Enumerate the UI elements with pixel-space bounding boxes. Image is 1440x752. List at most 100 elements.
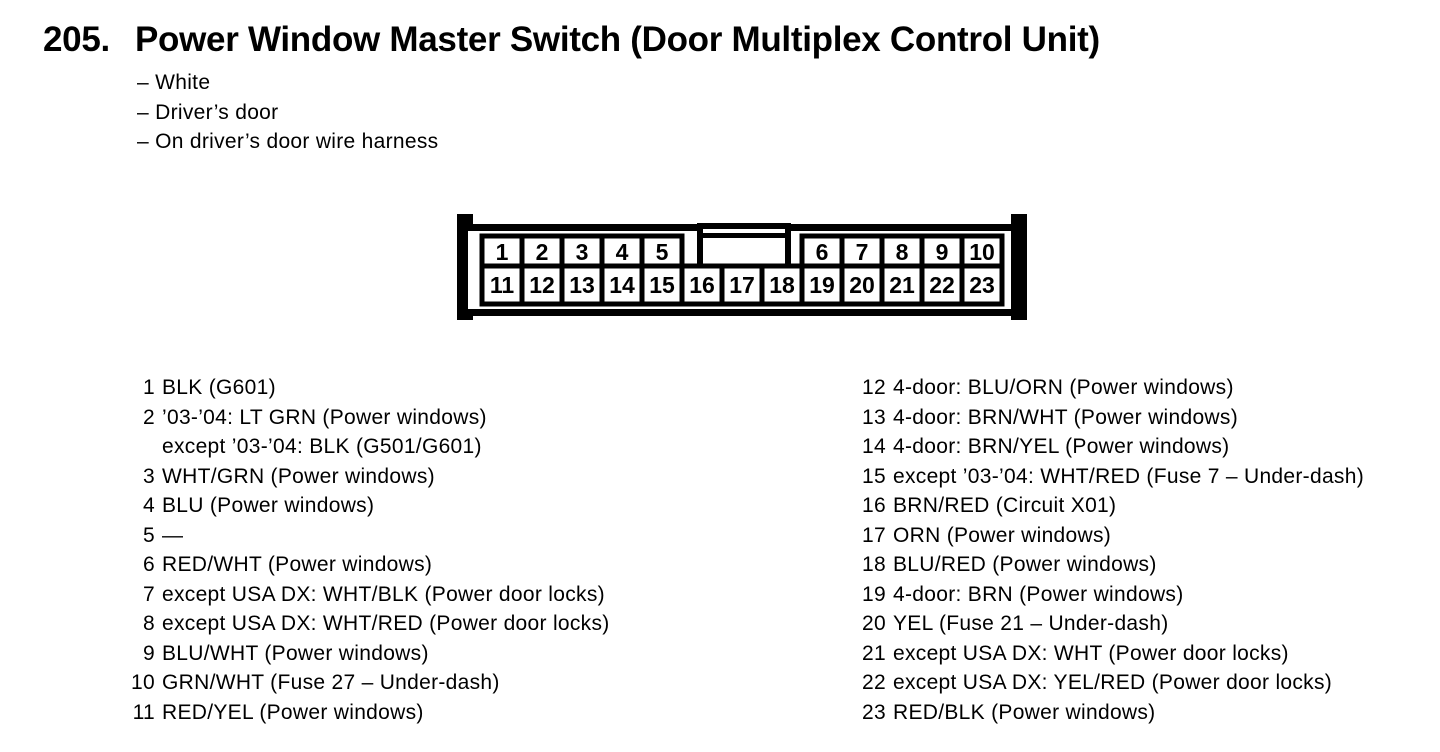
cell-number: 8 [896, 239, 909, 265]
connector-cell: 19 [799, 263, 845, 307]
pin-number: 17 [862, 523, 886, 547]
connector-cell: 18 [759, 263, 805, 307]
pin-number: 20 [862, 612, 886, 635]
connector-cell: 12 [519, 263, 565, 307]
cell-number: 7 [856, 239, 869, 265]
cell-box [759, 263, 805, 307]
pin-description: BLU/WHT (Power windows) [162, 641, 429, 665]
cell-box [879, 233, 925, 271]
pin-number: 5 [143, 523, 155, 547]
pin-row: 9 BLU/WHT (Power windows) [125, 639, 610, 669]
connector-cell: 5 [639, 233, 685, 271]
cell-number: 4 [616, 239, 629, 265]
pin-description: except USA DX: WHT (Power door locks) [893, 641, 1289, 665]
cell-number: 12 [529, 272, 555, 298]
connector-cell: 22 [919, 263, 965, 307]
cell-number: 18 [769, 272, 795, 298]
cell-number: 23 [969, 272, 995, 298]
pin-row: 8 except USA DX: WHT/RED (Power door lock… [125, 609, 610, 639]
pin-description: BRN/RED (Circuit X01) [893, 494, 1117, 517]
cell-number: 6 [816, 239, 829, 265]
pin-number: 10 [131, 671, 155, 694]
cell-number: 10 [969, 239, 995, 265]
pin-description: 4-door: BLU/ORN (Power windows) [893, 376, 1234, 399]
page-title: Power Window Master Switch (Door Multipl… [135, 20, 1100, 59]
pin-description: RED/YEL (Power windows) [162, 700, 424, 724]
connector-cell: 15 [639, 263, 685, 307]
pin-row: 17 ORN (Power windows) [856, 521, 1364, 551]
pin-number: 3 [143, 464, 155, 488]
pin-description: RED/WHT (Power windows) [162, 553, 433, 576]
pin-number: 16 [862, 494, 886, 517]
cell-number: 15 [649, 272, 675, 298]
connector-cell: 23 [959, 263, 1005, 307]
pin-number: 18 [862, 553, 886, 576]
pin-description: except USA DX: YEL/RED (Power door locks… [893, 671, 1333, 694]
pin-row: 23 RED/BLK (Power windows) [856, 698, 1364, 728]
pin-description: GRN/WHT (Fuse 27 – Under-dash) [162, 671, 500, 694]
pin-number: 1 [143, 376, 155, 399]
pin-number: 23 [862, 700, 886, 724]
pin-row: 16 BRN/RED (Circuit X01) [856, 491, 1364, 521]
note-line: – Driver’s door [137, 100, 279, 124]
pin-description: RED/BLK (Power windows) [893, 700, 1156, 724]
pin-number: 12 [862, 376, 886, 399]
connector-cell: 1 [479, 233, 525, 271]
cell-number: 19 [809, 272, 835, 298]
cell-number: 17 [729, 272, 755, 298]
note-line: – White [137, 71, 211, 94]
section-number: 205. [43, 20, 110, 59]
pin-row: 14 4-door: BRN/YEL (Power windows) [856, 432, 1364, 462]
pin-number: 6 [143, 553, 155, 576]
pin-row: 22 except USA DX: YEL/RED (Power door loc… [856, 668, 1364, 698]
note-line: – On driver’s door wire harness [137, 130, 439, 153]
connector-cell: 10 [959, 233, 1005, 271]
pin-description: WHT/GRN (Power windows) [162, 464, 435, 488]
cell-number: 5 [656, 239, 669, 265]
pin-row: 11 RED/YEL (Power windows) [125, 698, 610, 728]
pin-description: ORN (Power windows) [893, 523, 1112, 547]
connector-cell: 11 [479, 263, 525, 307]
pin-number: 14 [862, 435, 886, 458]
cell-number: 2 [536, 239, 549, 265]
pin-number: 2 [143, 405, 155, 429]
connector-cell: 16 [679, 263, 725, 307]
connector-key-tab [697, 223, 791, 271]
connector-cell: 2 [519, 233, 565, 271]
pin-row: 5— [125, 521, 610, 551]
cell-box [479, 263, 525, 307]
cell-number: 20 [849, 272, 875, 298]
pin-row: 12 4-door: BLU/ORN (Power windows) [856, 373, 1364, 403]
pin-description: except ’03-’04: WHT/RED (Fuse 7 – Under-… [893, 464, 1364, 488]
key-tab-slot [703, 233, 785, 238]
pin-description: 4-door: BRN/YEL (Power windows) [893, 435, 1230, 458]
pin-number: 9 [143, 641, 155, 665]
pin-description: except USA DX: WHT/RED (Power door locks… [162, 612, 610, 635]
cell-number: 16 [689, 272, 715, 298]
pin-number: 8 [143, 612, 155, 635]
connector-cell: 21 [879, 263, 925, 307]
connector-diagram: 1 2 3 4 5 6 7 8 9 10 11 12 13 14 15 16 1… [457, 214, 1027, 320]
cell-number: 11 [490, 272, 515, 298]
pin-description: — [162, 523, 184, 547]
cell-number: 1 [496, 239, 509, 265]
pin-number: 11 [132, 700, 155, 724]
connector-cell: 7 [839, 233, 885, 271]
connector-cell: 20 [839, 263, 885, 307]
pin-description: BLU (Power windows) [162, 494, 375, 517]
cell-number: 3 [576, 239, 589, 265]
connector-cell: 6 [799, 233, 845, 271]
cell-box [959, 263, 1005, 307]
connector-cell: 4 [599, 233, 645, 271]
connector-cell: 13 [559, 263, 605, 307]
cell-box [639, 233, 685, 271]
pin-number: 22 [862, 671, 886, 694]
pin-number: 15 [862, 464, 886, 488]
